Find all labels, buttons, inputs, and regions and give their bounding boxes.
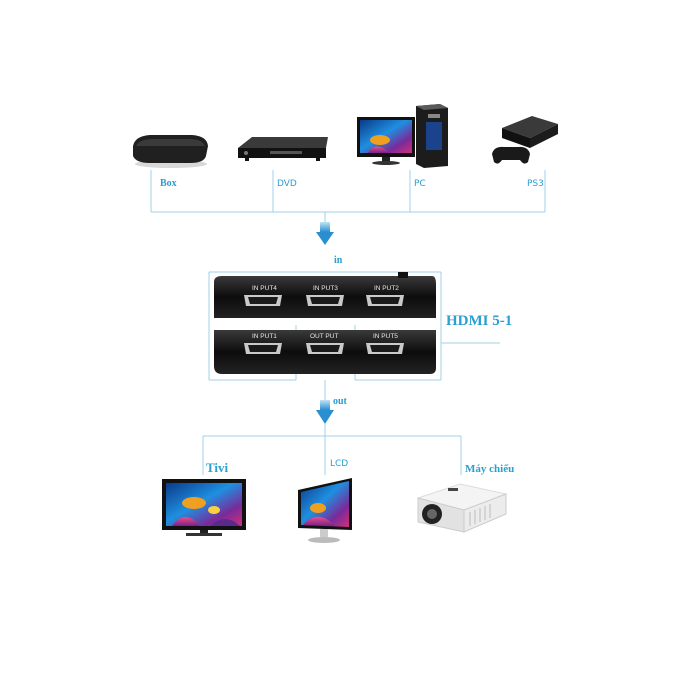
ps3-console-icon bbox=[492, 116, 558, 164]
hdmi-port-output: OUT PUT bbox=[306, 333, 344, 354]
hdmi-port-input2: IN PUT2 bbox=[366, 285, 404, 306]
source-label-dvd: DVD bbox=[277, 179, 297, 189]
svg-text:IN PUT3: IN PUT3 bbox=[313, 285, 338, 292]
in-label: in bbox=[334, 255, 343, 266]
out-arrow-icon bbox=[316, 400, 334, 424]
dvd-player-icon bbox=[238, 137, 328, 161]
hdmi-port-input4: IN PUT4 bbox=[244, 285, 282, 306]
out-label: out bbox=[333, 396, 348, 407]
pc-icon bbox=[357, 104, 448, 168]
output-label-tivi: Tivi bbox=[206, 460, 229, 475]
hdmi-port-input5: IN PUT5 bbox=[366, 333, 404, 354]
source-label-box: Box bbox=[160, 178, 177, 189]
svg-text:OUT PUT: OUT PUT bbox=[310, 333, 338, 340]
output-label-lcd: LCD bbox=[330, 459, 348, 469]
lcd-monitor-icon bbox=[298, 478, 352, 543]
output-connector-lines bbox=[202, 424, 462, 475]
tv-icon bbox=[162, 479, 246, 536]
svg-text:IN PUT1: IN PUT1 bbox=[252, 333, 277, 340]
hdmi-port-input1: IN PUT1 bbox=[244, 333, 282, 354]
hdmi-port-input3: IN PUT3 bbox=[306, 285, 344, 306]
projector-icon bbox=[416, 483, 508, 533]
svg-text:IN PUT4: IN PUT4 bbox=[252, 285, 277, 292]
source-label-ps3: PS3 bbox=[527, 179, 544, 189]
svg-text:IN PUT2: IN PUT2 bbox=[374, 285, 399, 292]
hdmi-switch-device: IN PUT4 IN PUT3 IN PUT2 IN PUT1 OUT PUT bbox=[214, 272, 436, 374]
tv-box-icon bbox=[133, 135, 208, 168]
switch-title: HDMI 5-1 bbox=[446, 313, 512, 329]
output-label-projector: Máy chiếu bbox=[465, 463, 514, 475]
source-label-pc: PC bbox=[414, 179, 426, 189]
in-arrow-icon bbox=[316, 222, 334, 245]
source-connector-lines bbox=[150, 170, 546, 222]
svg-text:IN PUT5: IN PUT5 bbox=[373, 333, 398, 340]
